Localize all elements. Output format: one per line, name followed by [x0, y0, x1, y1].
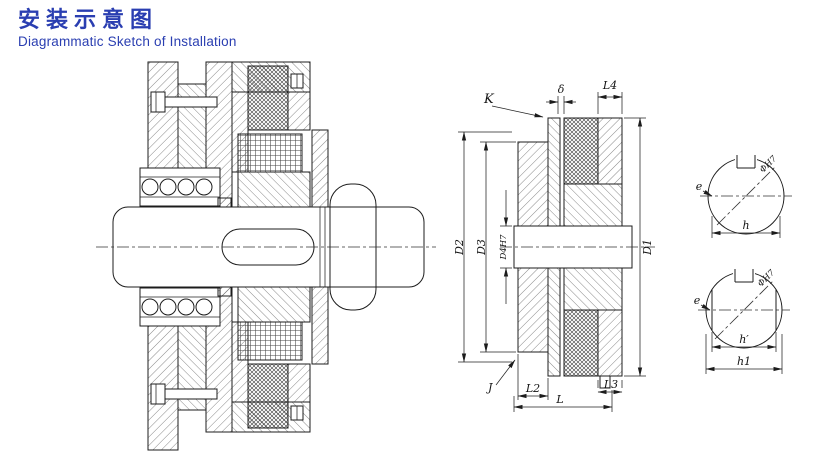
shaft-section-top: ΦH7 e h — [696, 152, 792, 238]
hub-top — [517, 141, 549, 227]
dim-label-phi-bottom: ΦH7 — [756, 268, 777, 289]
bolt-head-bottom — [150, 383, 166, 405]
shaft-assembly — [96, 183, 436, 311]
shaft-section-views: ΦH7 e h ΦH7 e — [694, 152, 792, 374]
dim-label-h-prime: h′ — [739, 333, 749, 346]
assembly-cross-section-drawing — [96, 61, 436, 451]
mounting-bolts — [150, 73, 304, 421]
retaining-ring-bottom — [217, 286, 232, 297]
coil-winding-top — [247, 65, 289, 131]
dim-label-l2: L2 — [525, 382, 540, 395]
dim-label-h: h — [742, 219, 749, 232]
dim-label-d1: D1 — [641, 239, 654, 256]
coil-winding-bottom — [247, 363, 289, 429]
body-bottom — [563, 267, 623, 311]
page-header: 安装示意图 Diagrammatic Sketch of Installatio… — [18, 7, 237, 50]
page-title: 安装示意图 — [18, 7, 159, 32]
dim-label-delta: δ — [558, 83, 565, 96]
bolt-head-top — [150, 91, 166, 113]
armature-top — [547, 117, 561, 227]
ball-bearings — [139, 167, 221, 327]
dim-label-k: K — [483, 92, 495, 107]
rotor-top — [597, 117, 623, 185]
dimensioned-cross-section: D2 D3 D4H7 D1 — [453, 79, 655, 412]
dim-label-phi-top: ΦH7 — [758, 154, 779, 175]
hub-bottom — [517, 267, 549, 353]
bolt-shank-top — [164, 96, 218, 108]
rotor-bottom — [597, 309, 623, 377]
dim-label-j: J — [486, 381, 493, 394]
body-top — [563, 183, 623, 227]
anchor-pin — [599, 375, 611, 389]
dim-label-d2: D2 — [453, 239, 466, 256]
winding-block-bottom — [237, 321, 303, 361]
coil-top — [563, 117, 599, 185]
dim-label-d3: D3 — [475, 239, 488, 256]
bolt-shank-bottom — [164, 388, 218, 400]
dim-label-l3: L3 — [603, 378, 618, 391]
dim-label-l: L — [555, 393, 563, 406]
dim-label-l4: L4 — [602, 79, 617, 92]
keyway-notch — [736, 155, 756, 169]
winding-block-top — [237, 133, 303, 173]
dimension-lines: D2 D3 D4H7 D1 — [453, 79, 654, 412]
shaft-section-bottom: ΦH7 e h′ h1 — [694, 266, 790, 374]
armature-bottom — [547, 267, 561, 377]
dim-label-e-top: e — [696, 180, 703, 193]
dim-label-h1: h1 — [737, 355, 751, 368]
coil-bottom — [563, 309, 599, 377]
field-coil-windings — [237, 65, 303, 429]
page-subtitle: Diagrammatic Sketch of Installation — [18, 34, 237, 50]
clutch-body — [500, 117, 655, 389]
dim-label-d4h7: D4H7 — [499, 234, 509, 261]
retaining-ring-top — [217, 197, 232, 208]
keyway-notch — [734, 269, 754, 283]
dim-label-e-bottom: e — [694, 294, 701, 307]
